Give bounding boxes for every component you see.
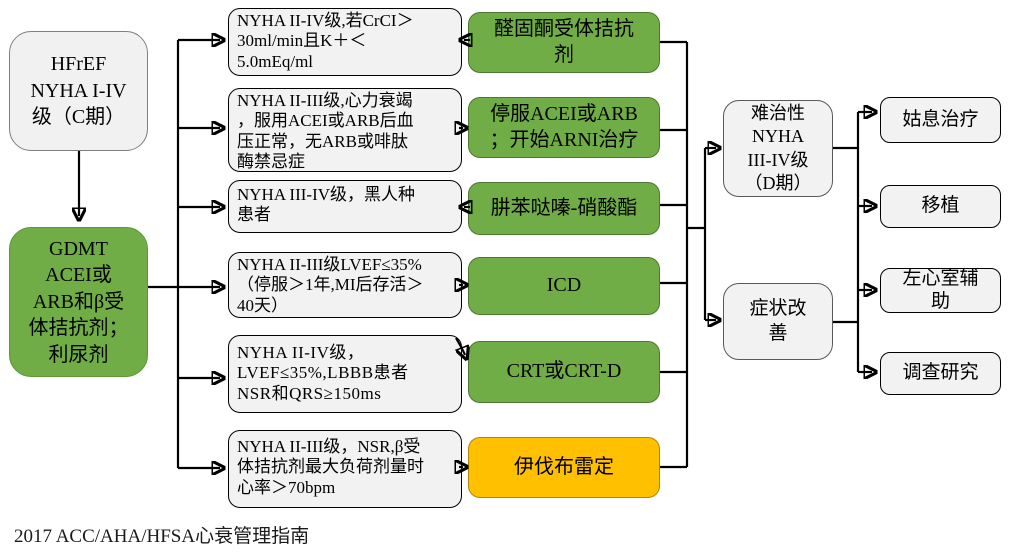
condition-box-crt: NYHA II-IV级， LVEF≤35%,LBBB患者 NSR和QRS≥150… <box>228 335 462 413</box>
gdmt-therapy-box: GDMT ACEI或 ARB和β受 体拮抗剂； 利尿剂 <box>9 227 148 377</box>
outcome-box-transplant: 移植 <box>880 185 1001 228</box>
treatment-box-arni: 停服ACEI或ARB ；开始ARNI治疗 <box>468 97 660 158</box>
condition-box-mra: NYHA II-IV级,若CrCI＞ 30ml/min且K＋＜ 5.0mEq/m… <box>228 8 462 76</box>
treatment-box-mra: 醛固酮受体拮抗 剂 <box>468 12 660 73</box>
outcome-connectors <box>833 112 872 372</box>
stage-c-box: HFrEF NYHA I-IV 级（C期） <box>9 31 148 151</box>
treatment-box-ivabradine: 伊伐布雷定 <box>468 437 660 498</box>
treatment-box-hydralazine-nitrate: 肼苯哒嗪-硝酸酯 <box>468 182 660 235</box>
stage-d-box: 难治性 NYHA III-IV级 （D期） <box>723 100 833 197</box>
outcome-box-palliative-care: 姑息治疗 <box>880 97 1001 143</box>
condition-box-hydralazine: NYHA III-IV级，黑人种 患者 <box>228 180 462 233</box>
treatment-output-connectors <box>660 40 716 469</box>
condition-box-arni: NYHA II-III级,心力衰竭 ，服用ACEI或ARB后血 压正常，无ARB… <box>228 88 462 172</box>
outcome-box-research: 调查研究 <box>880 352 1001 395</box>
outcome-box-lvad: 左心室辅 助 <box>880 268 1001 313</box>
condition-box-ivabradine: NYHA II-III级，NSR,β受 体拮抗剂最大负荷剂量时 心率＞70bpm <box>228 430 462 508</box>
symptom-improvement-box: 症状改 善 <box>723 283 833 360</box>
treatment-box-icd: ICD <box>468 257 660 315</box>
condition-box-icd: NYHA II-III级LVEF≤35% （停服＞1年,MI后存活＞ 40天） <box>228 252 462 318</box>
source-caption: 2017 ACC/AHA/HFSA心衰管理指南 <box>14 526 310 547</box>
treatment-box-crt: CRT或CRT-D <box>468 341 660 403</box>
